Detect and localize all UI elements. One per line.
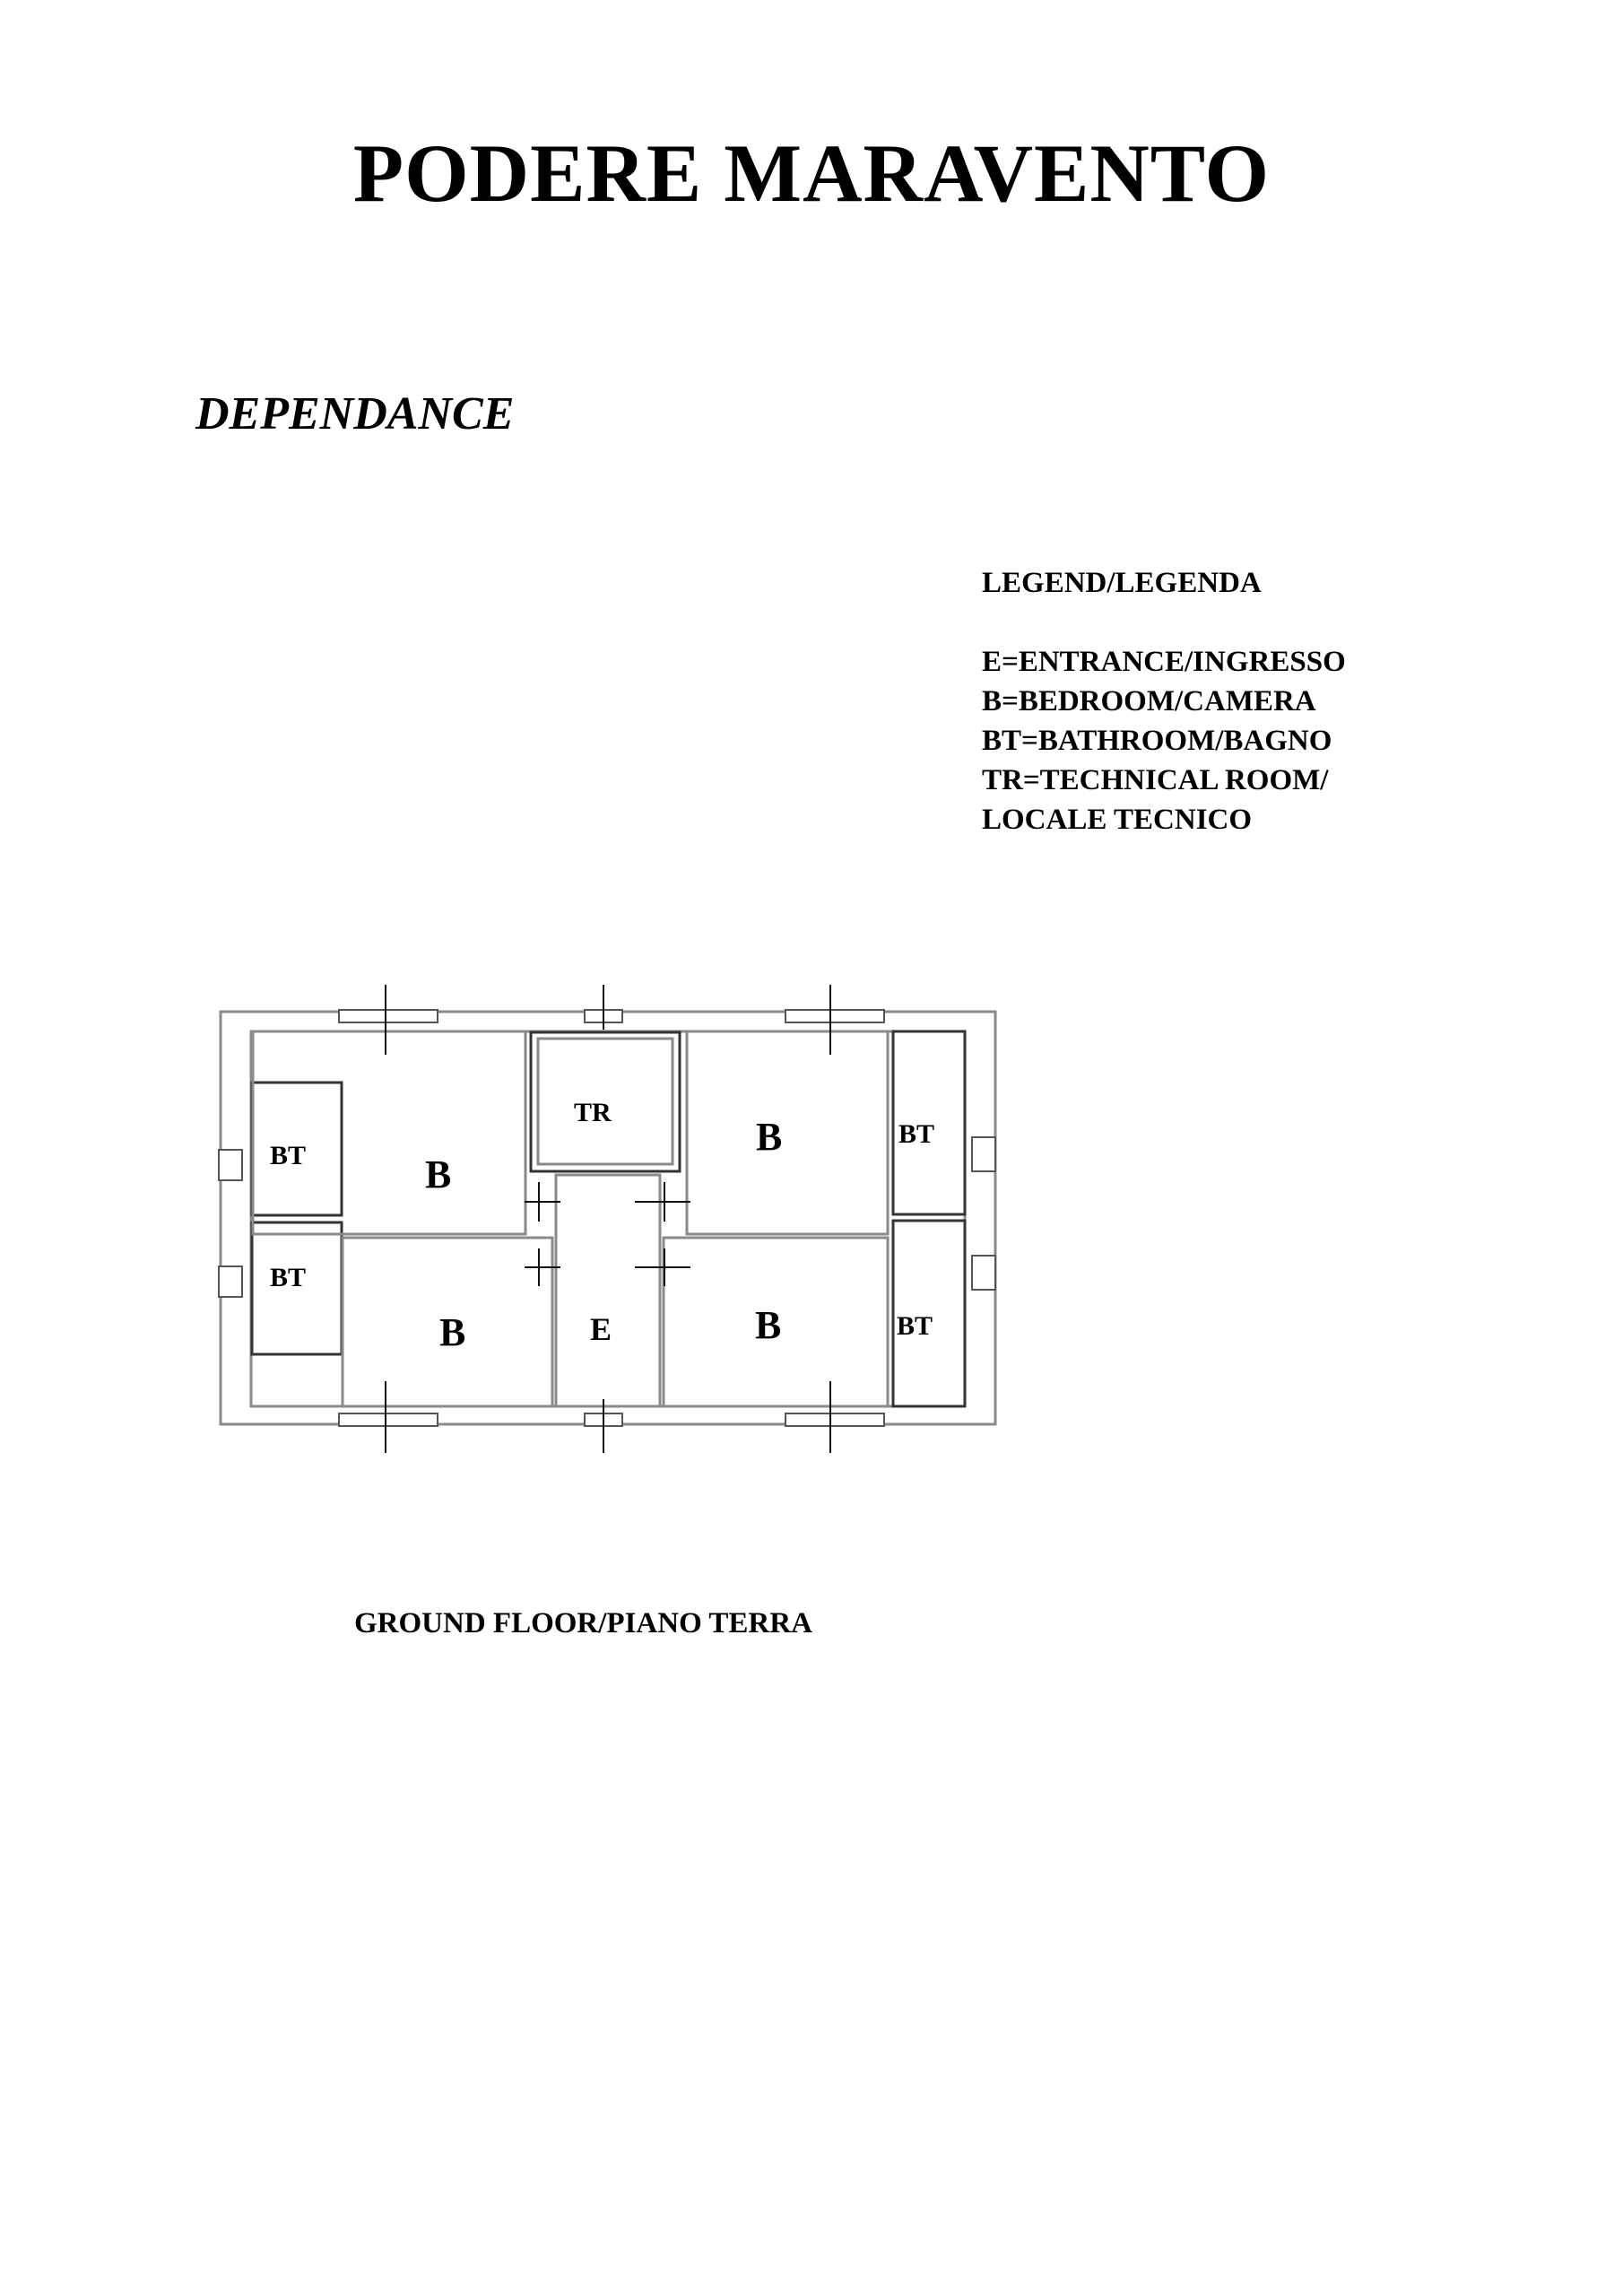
technical-room-outline <box>529 1031 681 1173</box>
room-label-bedroom-bottom-right: B <box>755 1303 781 1347</box>
window-left-1 <box>218 1149 243 1181</box>
bedroom-top-right-outline <box>685 1030 890 1236</box>
window-top-3 <box>785 1009 885 1023</box>
window-bottom-1 <box>338 1413 438 1427</box>
legend-item-bathroom: BT=BATHROOM/BAGNO <box>982 725 1332 757</box>
window-right-2 <box>971 1255 996 1291</box>
window-bottom-3 <box>785 1413 885 1427</box>
bedroom-top-left-outline <box>251 1030 527 1236</box>
floor-caption: GROUND FLOOR/PIANO TERRA <box>354 1607 812 1639</box>
room-label-bt-top-left: BT <box>270 1141 306 1170</box>
bedroom-bottom-left-outline <box>341 1236 554 1408</box>
inner-wall <box>249 1030 967 1408</box>
room-label-bt-top-right: BT <box>898 1119 934 1149</box>
room-label-bedroom-top-right: B <box>756 1115 782 1159</box>
legend: LEGEND/LEGENDA E=ENTRANCE/INGRESSO B=BED… <box>982 563 1346 839</box>
bathroom-bottom-right <box>891 1219 967 1408</box>
section-subtitle: DEPENDANCE <box>195 388 515 439</box>
room-label-bedroom-bottom-left: B <box>439 1310 465 1354</box>
window-top-1 <box>338 1009 438 1023</box>
room-label-bt-bottom-right: BT <box>897 1311 933 1341</box>
room-label-bedroom-top-left: B <box>425 1152 451 1196</box>
legend-heading: LEGEND/LEGENDA <box>982 567 1262 599</box>
legend-item-technical-room-cont: LOCALE TECNICO <box>982 804 1253 836</box>
room-label-entrance: E <box>590 1311 612 1347</box>
legend-item-bedroom: B=BEDROOM/CAMERA <box>982 685 1316 718</box>
bathroom-top-right <box>891 1030 967 1216</box>
page-title: PODERE MARAVENTO <box>352 127 1271 219</box>
window-left-2 <box>218 1265 243 1298</box>
legend-item-technical-room: TR=TECHNICAL ROOM/ <box>982 764 1329 796</box>
bedroom-bottom-right-outline <box>662 1236 890 1408</box>
entrance-outline <box>554 1173 662 1408</box>
legend-item-entrance: E=ENTRANCE/INGRESSO <box>982 646 1346 678</box>
outer-wall <box>219 1010 997 1426</box>
room-label-technical-room: TR <box>574 1098 612 1127</box>
room-label-bt-bottom-left: BT <box>270 1263 306 1292</box>
window-right-1 <box>971 1136 996 1172</box>
